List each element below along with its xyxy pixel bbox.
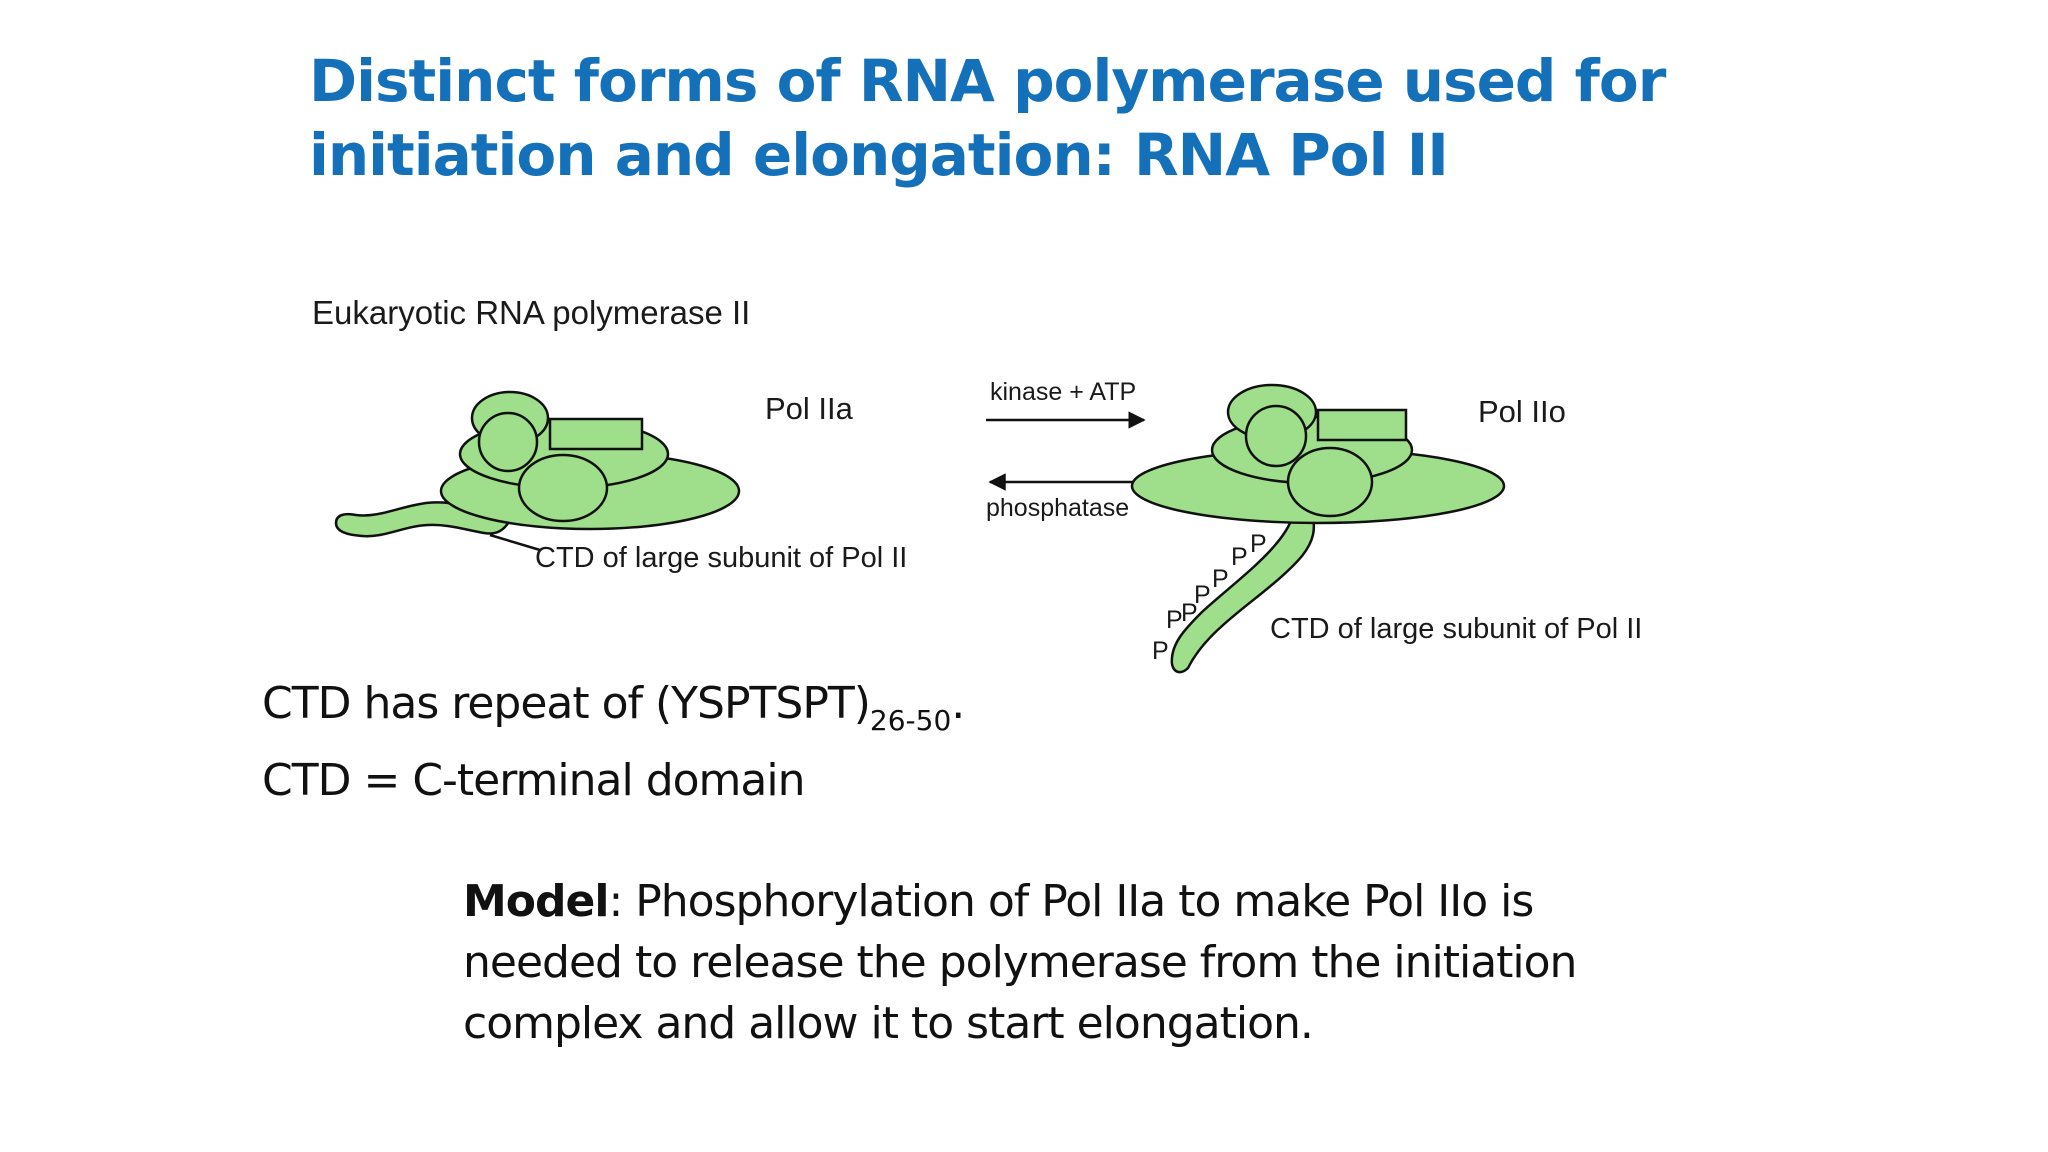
pol-iia-ctd-pointer xyxy=(489,533,541,552)
pol-iia-polymerase xyxy=(334,390,741,538)
ctd-repeat-subscript: 26-50 xyxy=(869,704,952,737)
pol-iia-square-domain xyxy=(548,417,644,451)
phosphate-3: P xyxy=(1212,565,1229,593)
pol-iio-square-domain xyxy=(1316,408,1408,442)
diagram-heading: Eukaryotic RNA polymerase II xyxy=(312,294,750,331)
pol-iio-polymerase xyxy=(1130,383,1506,674)
slide-title: Distinct forms of RNA polymerase used fo… xyxy=(309,44,1809,192)
phosphatase-label: phosphatase xyxy=(986,494,1129,522)
phosphate-4: P xyxy=(1194,581,1211,609)
phosphate-groups: P P P P P P P xyxy=(1152,530,1267,665)
phosphate-5: P xyxy=(1181,599,1198,627)
pol-iio-small-domain xyxy=(1244,404,1308,468)
ctd-notes: CTD has repeat of (YSPTSPT)26-50. CTD = … xyxy=(262,674,965,811)
kinase-label: kinase + ATP xyxy=(990,378,1136,406)
phosphate-7: P xyxy=(1152,637,1169,665)
pol-iia-ctd-label: CTD of large subunit of Pol II xyxy=(535,542,907,574)
pol-iio-ctd-tail xyxy=(1170,508,1316,674)
model-statement: Model: Phosphorylation of Pol IIa to mak… xyxy=(463,871,1663,1054)
pol-iio-label: Pol IIo xyxy=(1478,394,1566,429)
pol-iio-front-domain xyxy=(1286,446,1374,518)
ctd-repeat-line: CTD has repeat of (YSPTSPT)26-50. xyxy=(262,674,965,751)
model-text: : Phosphorylation of Pol IIa to make Pol… xyxy=(463,876,1577,1049)
pol-iia-label: Pol IIa xyxy=(765,391,854,426)
slide-title-line-1: Distinct forms of RNA polymerase used fo… xyxy=(309,47,1666,115)
pol-iia-small-domain xyxy=(477,411,539,473)
pol-iia-front-domain xyxy=(517,453,609,523)
phosphate-6: P xyxy=(1166,606,1183,634)
ctd-repeat-text: CTD has repeat of (YSPTSPT) xyxy=(262,678,871,729)
slide-title-line-2: initiation and elongation: RNA Pol II xyxy=(309,121,1449,189)
phosphate-2: P xyxy=(1231,543,1248,571)
ctd-repeat-suffix: . xyxy=(951,678,965,729)
phosphate-1: P xyxy=(1250,530,1267,558)
model-label: Model xyxy=(463,876,609,927)
pol-iio-ctd-label: CTD of large subunit of Pol II xyxy=(1270,613,1642,645)
ctd-definition: CTD = C-terminal domain xyxy=(262,755,806,806)
